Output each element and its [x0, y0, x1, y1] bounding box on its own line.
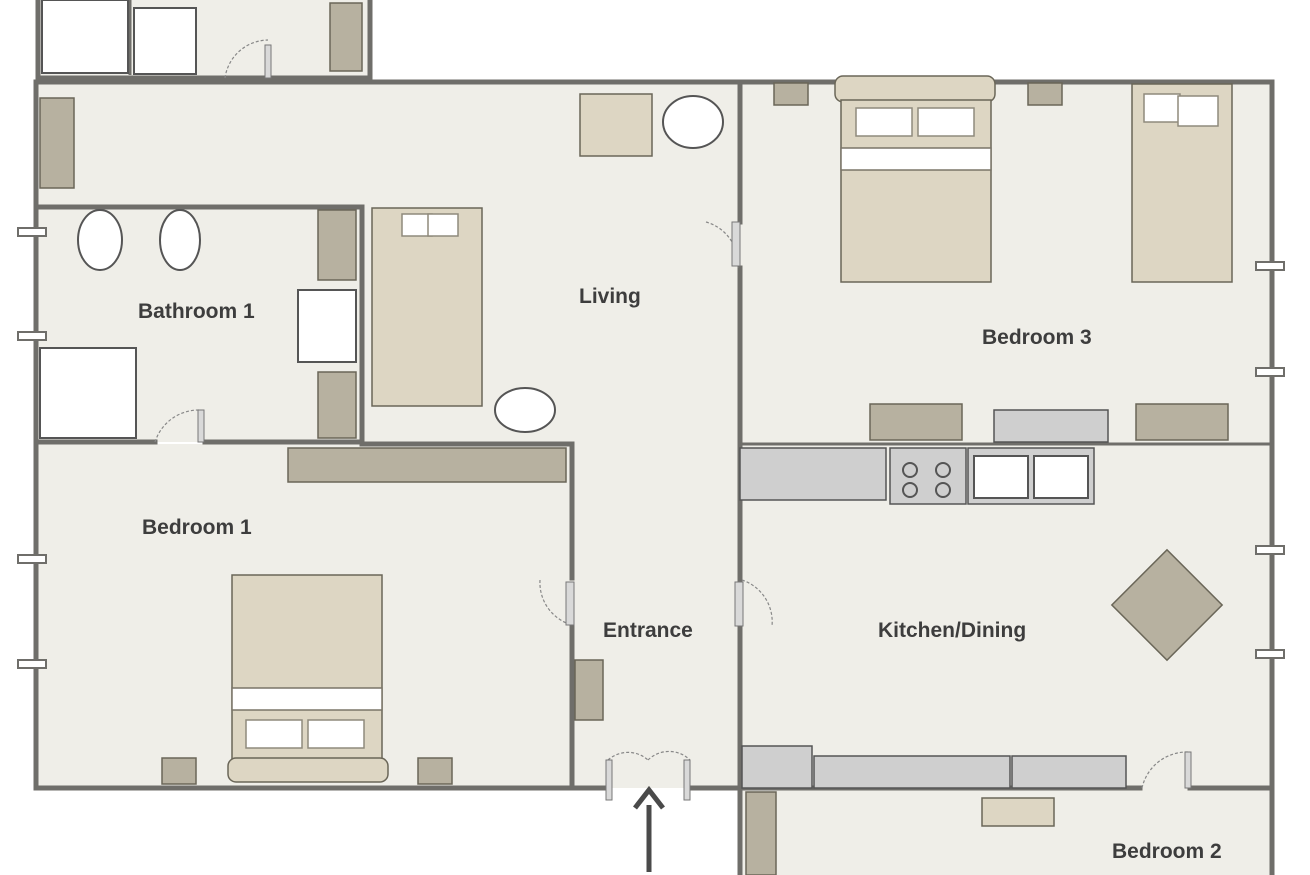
cabinet-icon [329, 2, 363, 72]
desk-icon [1011, 755, 1127, 789]
walls [33, 0, 1275, 875]
bed-foot-icon [227, 757, 389, 783]
room-label-bedroom3: Bedroom 3 [982, 326, 1092, 349]
nightstand-icon [773, 82, 809, 106]
window-right-2b [1255, 649, 1285, 659]
pillow-icon [1143, 93, 1181, 123]
room-label-bathroom1: Bathroom 1 [138, 300, 255, 323]
cabinet-icon [317, 209, 357, 281]
round-table-icon [662, 95, 724, 149]
pillow-icon [245, 719, 303, 749]
drawer-icon [869, 403, 963, 441]
cabinet-icon [574, 659, 604, 721]
window-right-1a [1255, 261, 1285, 271]
desk-icon [993, 409, 1109, 443]
door-icon [1141, 751, 1192, 789]
doors [154, 39, 1192, 801]
armchair-icon [579, 93, 653, 157]
sink-basin [973, 455, 1029, 499]
stove-icon [889, 447, 967, 505]
room-label-entrance: Entrance [603, 619, 693, 642]
bed-foot-icon [834, 75, 996, 103]
kitchen-furniture [739, 447, 1224, 789]
drawer-icon [1135, 403, 1229, 441]
chair-icon [981, 797, 1055, 827]
window-left-1a [17, 227, 47, 237]
room-label-bedroom2: Bedroom 2 [1112, 840, 1222, 863]
door-icon [734, 579, 773, 627]
shower-icon [41, 0, 129, 74]
bench-icon [745, 791, 777, 875]
sofa-icon [371, 207, 483, 407]
sink-basin [1033, 455, 1089, 499]
bedroom1-furniture [161, 447, 567, 785]
counter-icon [739, 447, 887, 501]
round-table-icon [494, 387, 556, 433]
bed-sheet [840, 147, 992, 171]
pillow-icon [1177, 95, 1219, 127]
bed-sheet [231, 687, 383, 711]
pillow-icon [855, 107, 913, 137]
bedroom2-furniture [745, 791, 1055, 875]
counter-icon [741, 745, 813, 789]
window-right-1b [1255, 367, 1285, 377]
bathroom1-fixtures [39, 209, 357, 439]
window-right-2a [1255, 545, 1285, 555]
cabinet-icon [813, 755, 1011, 789]
bathroom-top-wall [33, 204, 365, 445]
sink-icon [297, 289, 357, 363]
entrance-floor [572, 444, 740, 788]
window-left-1b [17, 331, 47, 341]
table-icon [1110, 548, 1224, 662]
windows [17, 227, 1285, 669]
top-left-fixtures [41, 0, 363, 75]
appliance-icon [133, 7, 197, 75]
wardrobe-icon [287, 447, 567, 483]
door-icon [705, 221, 741, 269]
living-furniture [39, 93, 724, 433]
room-label-kitchen: Kitchen/Dining [878, 619, 1027, 642]
pillow-icon [307, 719, 365, 749]
nightstand-icon [1027, 82, 1063, 106]
window-left-2b [17, 659, 47, 669]
window-left-2a [17, 554, 47, 564]
door-icon [605, 750, 691, 801]
shower-icon [39, 347, 137, 439]
bedroom1-top-wall [359, 441, 575, 581]
pillow-icon [427, 213, 459, 237]
door-icon [539, 579, 575, 626]
top-left-room-walls [35, 0, 373, 81]
room-label-living: Living [579, 285, 641, 308]
nightstand-icon [417, 757, 453, 785]
cabinet-icon [317, 371, 357, 439]
nightstand-icon [161, 757, 197, 785]
toilet-icon [77, 209, 123, 271]
pillow-icon [917, 107, 975, 137]
bench-icon [39, 97, 75, 189]
entrance-arrow-icon [633, 785, 665, 872]
room-label-bedroom1: Bedroom 1 [142, 516, 252, 539]
bedroom3-furniture [773, 75, 1233, 443]
door-icon [154, 409, 205, 443]
entrance-items [574, 659, 665, 872]
bidet-icon [159, 209, 201, 271]
door-icon [224, 39, 272, 79]
burners [902, 462, 951, 498]
